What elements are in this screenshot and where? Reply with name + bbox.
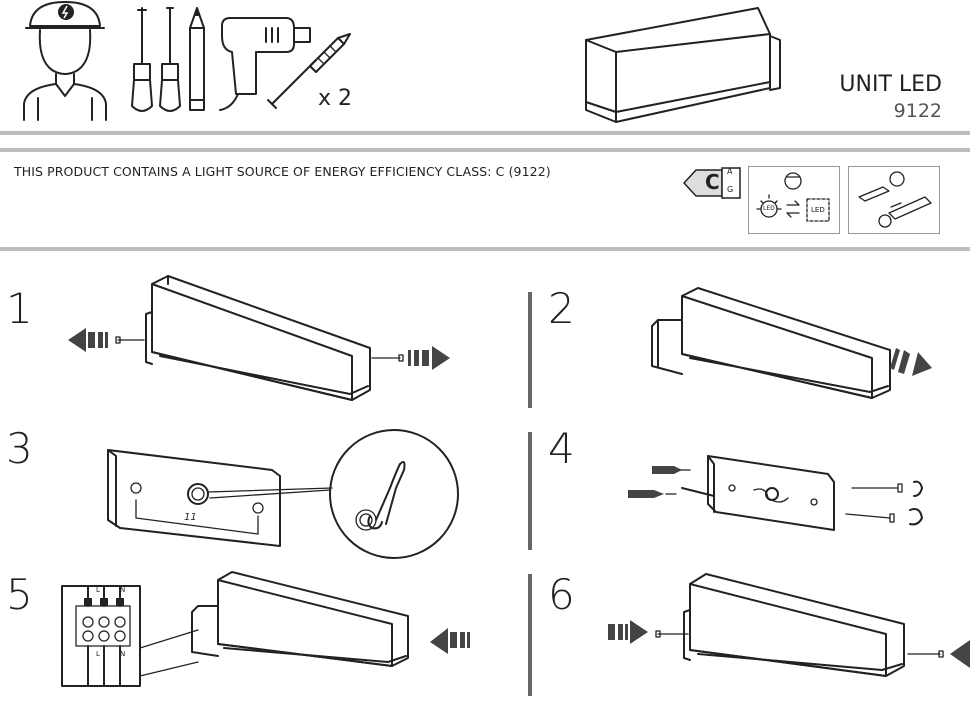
step-number: 2 [548,284,575,333]
divider-rule [0,131,970,135]
column-divider [528,292,532,408]
terminal-label: N [120,586,126,594]
step-6-illustration [608,573,970,677]
energy-scale-bottom: G [727,185,734,194]
step-3-illustration [107,429,459,559]
screws-count: x 2 [318,86,353,111]
pencil-icon [189,7,205,111]
replaceable-driver-panel [848,166,940,234]
terminal-label: L [96,586,100,594]
step-number: 3 [6,424,33,473]
screwdriver-icon [131,7,153,112]
column-divider [528,574,532,696]
unit-title: UNIT LED [839,72,942,97]
step-number: 6 [548,570,575,619]
dimension-label: 11 [184,512,197,523]
energy-scale-top: A [727,167,733,176]
led-label: LED [811,206,825,214]
step-number: 5 [6,570,33,619]
worker-icon [23,1,107,121]
terminal-label: L [96,650,100,658]
energy-class-label [682,167,741,199]
step-5-illustration [61,571,470,687]
step-4-illustration [628,455,923,531]
drill-icon [219,17,311,111]
column-divider [528,432,532,550]
energy-class-letter: C [705,170,720,194]
unit-code: 9122 [893,100,942,122]
lamp-illustration [585,7,781,123]
step-2-illustration [651,287,932,399]
step-number: 4 [548,424,575,473]
divider-rule [0,247,970,251]
energy-notice: THIS PRODUCT CONTAINS A LIGHT SOURCE OF … [14,164,551,179]
screwdriver-icon [159,7,181,112]
led-replaceable-panel: LED LED [748,166,840,234]
step-1-illustration [68,275,450,401]
screw-and-plug-icon [267,33,351,109]
terminal-label: N [120,650,126,658]
step-number: 1 [6,284,33,333]
led-label: LED [763,205,775,212]
divider-rule [0,148,970,152]
